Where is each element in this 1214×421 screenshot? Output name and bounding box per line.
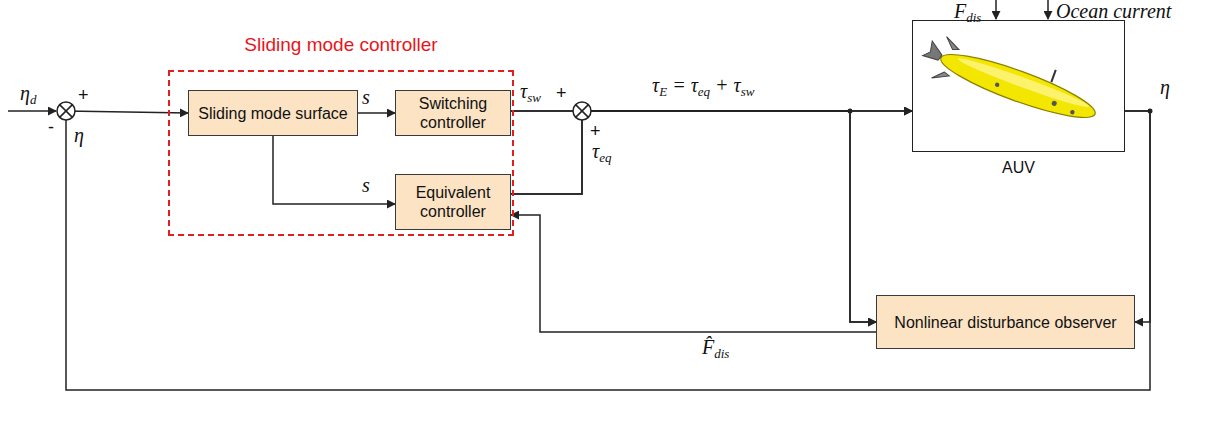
signal-connector — [273, 136, 395, 204]
node-label: Sliding mode surface — [194, 104, 351, 123]
controller-group: Sliding mode controllerSliding mode surf… — [168, 70, 514, 236]
signal-label: Ocean current — [1056, 0, 1171, 22]
signal-label: τeq — [592, 140, 611, 162]
current-arrow — [1047, 0, 1049, 19]
edge-label: F̂dis — [700, 336, 731, 358]
sign-label: + — [590, 120, 601, 142]
summing-junction — [573, 102, 591, 120]
signal-connector — [1125, 111, 1150, 322]
signal-label: τE = τeq + τsw — [652, 74, 754, 96]
signal-connector — [511, 215, 876, 332]
summing-junction — [57, 102, 75, 120]
signal-connector — [511, 111, 876, 322]
process-box: Sliding mode surface — [188, 90, 358, 136]
sign-label: + — [556, 82, 567, 104]
process-box: Equivalent controller — [395, 174, 511, 230]
input-line — [8, 110, 56, 112]
node-label: Switching controller — [396, 94, 510, 132]
branch-dot — [848, 109, 853, 114]
signal-connector — [511, 111, 912, 194]
node-label: AUV — [913, 159, 1124, 177]
plant-box: AUV — [912, 20, 1125, 152]
process-box: Switching controller — [395, 90, 511, 136]
signal-connector — [66, 111, 1150, 390]
signal-connector — [511, 111, 876, 322]
sign-label: - — [48, 116, 54, 138]
observer-box: Nonlinear disturbance observer — [876, 295, 1135, 349]
node-label: Nonlinear disturbance observer — [890, 313, 1120, 332]
auv-illustration — [917, 25, 1105, 134]
signal-label: ηd — [20, 82, 36, 104]
signal-label: τsw — [520, 80, 541, 102]
signal-connector — [358, 112, 395, 114]
sign-label: + — [78, 84, 89, 106]
node-label: Equivalent controller — [396, 183, 510, 221]
edge-label: s — [360, 174, 372, 196]
signal-label: η — [1160, 76, 1170, 98]
edge-label: s — [360, 86, 372, 108]
group-title: Sliding mode controller — [170, 34, 512, 56]
signal-label: η — [74, 124, 84, 146]
signal-label: Fdis — [954, 0, 981, 22]
disturbance-arrow — [995, 0, 997, 19]
branch-dot — [1148, 109, 1153, 114]
